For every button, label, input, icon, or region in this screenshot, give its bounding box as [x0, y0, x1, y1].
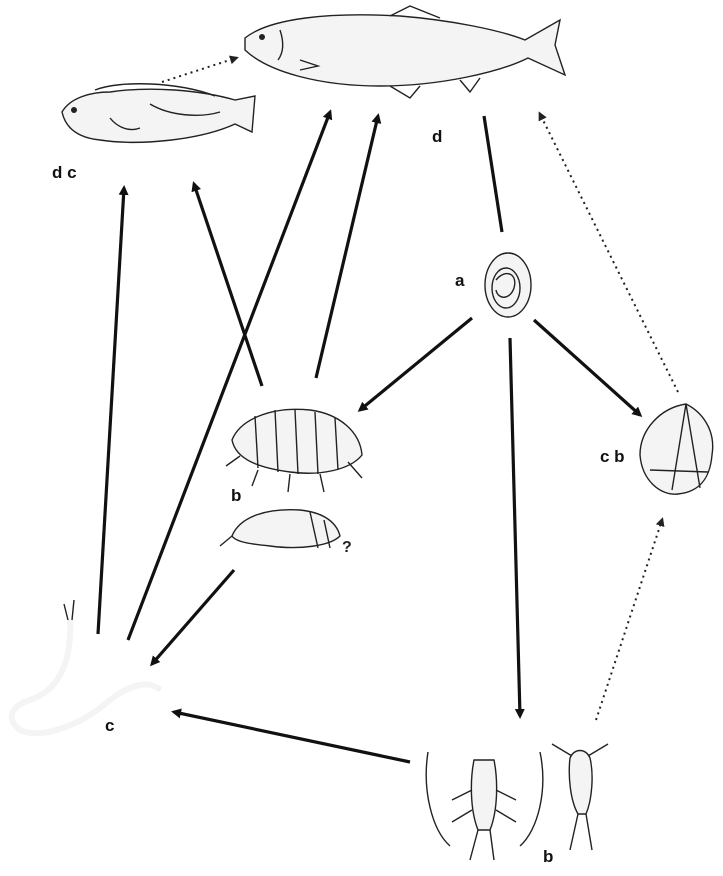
edge-copepods-to-worm — [174, 712, 410, 762]
amphipod-label: b — [231, 486, 241, 505]
parasite-egg-illustration — [485, 253, 531, 317]
edge-parasite-to-copepods — [510, 338, 520, 716]
barnacle-label: c b — [600, 447, 625, 466]
salmon-label: d — [432, 127, 442, 146]
edge-parasite-to-salmon — [484, 116, 502, 232]
worm-label: c — [105, 716, 114, 735]
amphipod-illustration — [226, 409, 362, 492]
copepods-label: b — [543, 847, 553, 866]
edge-worm-to-salmon — [128, 112, 330, 640]
food-web-edges — [98, 58, 678, 762]
shrimp-question-label: ? — [342, 539, 352, 556]
edge-parasite-to-amphipod — [360, 318, 472, 410]
parasite-label: a — [455, 271, 465, 290]
edge-parasite-to-barnacle — [534, 320, 640, 415]
edge-amphipod-to-salmon — [316, 116, 378, 378]
edge-copepods-to-barnacle — [596, 520, 662, 720]
edge-shrimp-to-worm — [152, 570, 234, 664]
blenny-illustration — [62, 84, 255, 143]
mysid-illustration — [426, 752, 543, 860]
barnacle-illustration — [640, 404, 713, 494]
copepod-illustration — [552, 744, 608, 850]
shrimp-illustration — [220, 510, 340, 548]
edge-blenny-to-salmon — [162, 58, 236, 82]
edge-amphipod-to-blenny — [194, 184, 262, 386]
edge-barnacle-to-salmon — [540, 114, 678, 392]
edge-worm-to-blenny — [98, 188, 124, 634]
blenny-label: d c — [52, 163, 77, 182]
worm-illustration — [12, 600, 160, 733]
salmon-illustration — [245, 6, 565, 98]
